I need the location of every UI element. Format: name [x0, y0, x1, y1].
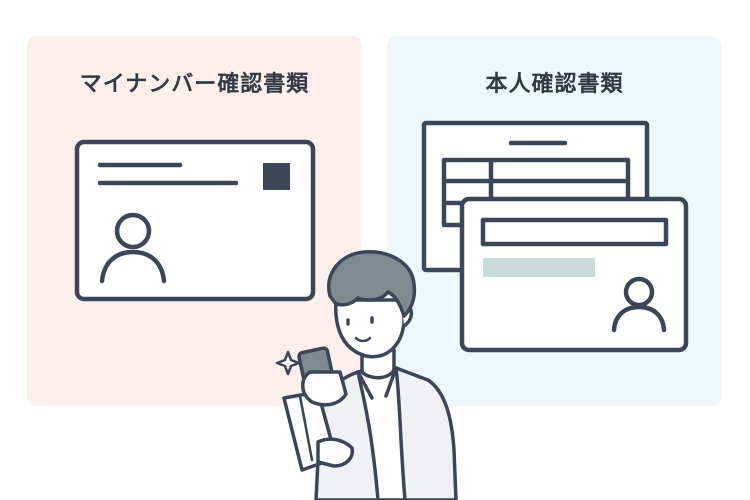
- person-icon: [611, 276, 667, 333]
- sparkle-icon: [275, 350, 301, 376]
- id-card-icon: [459, 196, 689, 353]
- person-with-phone: [275, 250, 458, 500]
- mynumber-card-icon: [74, 139, 316, 302]
- mynumber-docs-title: マイナンバー確認書類: [79, 72, 310, 97]
- identity-docs-title: 本人確認書類: [485, 72, 624, 97]
- person-icon: [99, 212, 167, 284]
